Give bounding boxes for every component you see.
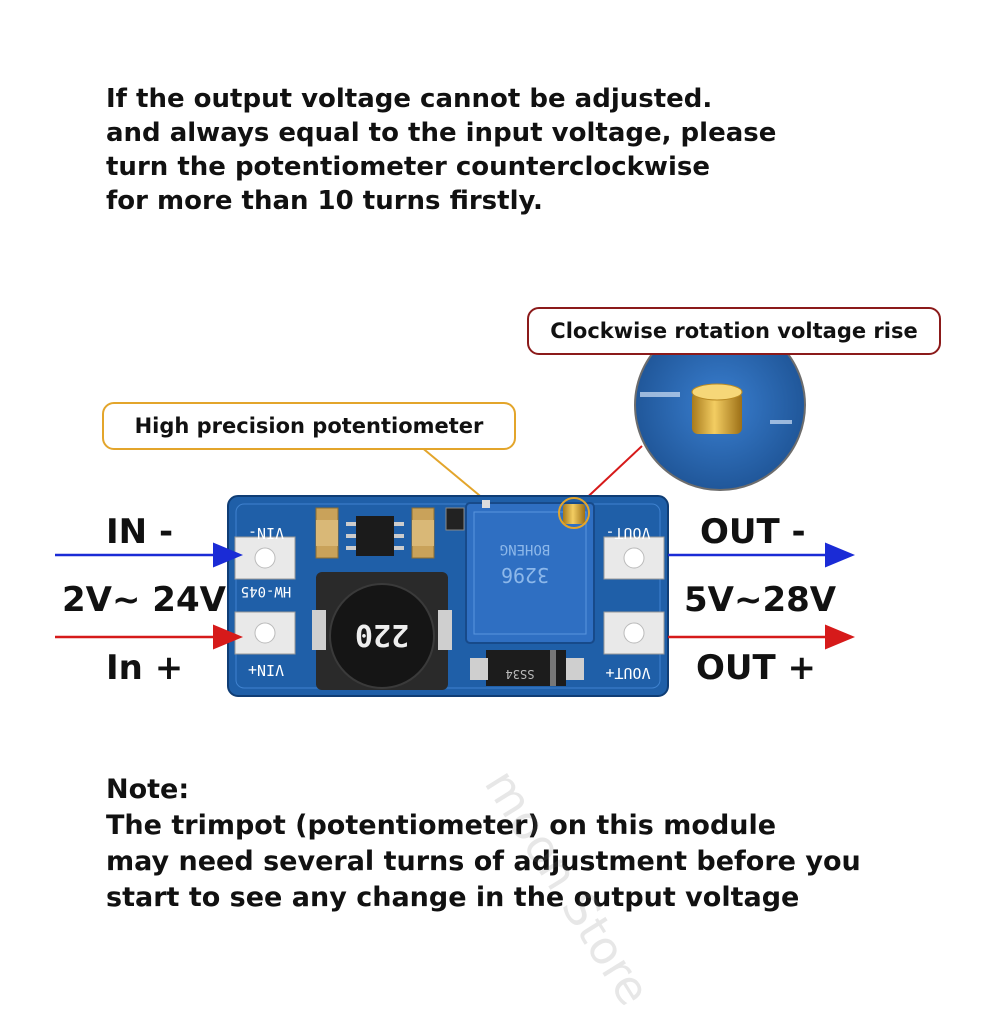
- pad-vout-pos: [603, 611, 665, 655]
- inductor: [312, 572, 452, 690]
- silk-vin-pos: VIN+: [248, 661, 284, 679]
- input-neg-label: IN -: [106, 512, 174, 552]
- output-neg-label: OUT -: [700, 512, 806, 552]
- intro-line: If the output voltage cannot be adjusted…: [106, 84, 713, 114]
- output-range-label: 5V~28V: [684, 580, 837, 620]
- silk-vin-neg: VIN-: [248, 524, 284, 542]
- pot-leader-line: [419, 445, 486, 501]
- silk-vout-pos: VOUT+: [605, 664, 650, 682]
- ic-chip: [346, 516, 404, 556]
- silk-vout-neg: VOUT-: [605, 524, 650, 542]
- potentiometer-callout: High precision potentiometer: [102, 402, 516, 450]
- note-line: The trimpot (potentiometer) on this modu…: [106, 810, 777, 841]
- note-title: Note:: [106, 774, 190, 805]
- output-pos-label: OUT +: [696, 648, 817, 688]
- intro-text: If the output voltage cannot be adjusted…: [106, 82, 776, 218]
- note-line: start to see any change in the output vo…: [106, 882, 800, 913]
- input-range-label: 2V~ 24V: [62, 580, 226, 620]
- input-pos-label: In +: [106, 648, 184, 688]
- pad-vin-neg: [234, 536, 296, 580]
- pot-brand: BOHENG: [500, 541, 551, 557]
- magnified-screw: [691, 383, 743, 434]
- resistor: [445, 507, 465, 531]
- diode-label: SS34: [506, 667, 535, 681]
- pad-vout-neg: [603, 536, 665, 580]
- potentiometer: [465, 500, 595, 644]
- note-block: Note: The trimpot (potentiometer) on thi…: [106, 772, 861, 916]
- pad-vin-pos: [234, 611, 296, 655]
- inductor-label: 220: [355, 617, 409, 652]
- silk-model: HW-045: [241, 583, 292, 599]
- pot-adjust-screw: [563, 504, 585, 524]
- pot-model: 3296: [501, 563, 549, 587]
- intro-line: for more than 10 turns firstly.: [106, 186, 543, 216]
- rotation-callout: Clockwise rotation voltage rise: [527, 307, 941, 355]
- diode: [470, 650, 584, 686]
- note-line: may need several turns of adjustment bef…: [106, 846, 861, 877]
- intro-line: turn the potentiometer counterclockwise: [106, 152, 710, 182]
- intro-line: and always equal to the input voltage, p…: [106, 118, 777, 148]
